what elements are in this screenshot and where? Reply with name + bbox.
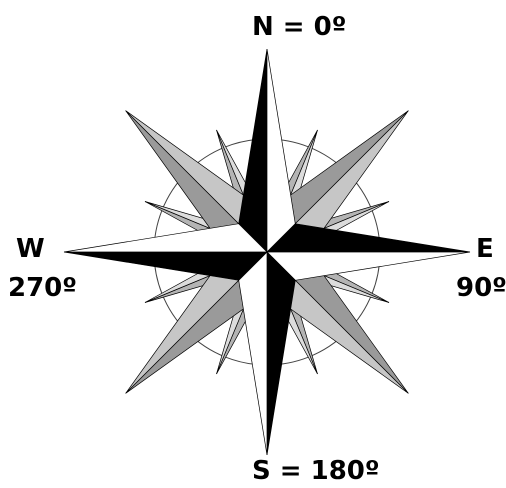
cardinal-points — [64, 49, 470, 455]
cardinal-point-half — [239, 252, 267, 455]
cardinal-point-half — [239, 49, 267, 252]
cardinal-point-half — [267, 252, 470, 280]
south-label: S = 180º — [252, 458, 380, 484]
cardinal-point-half — [267, 224, 470, 252]
cardinal-point-half — [267, 49, 295, 252]
cardinal-point-half — [64, 224, 267, 252]
cardinal-point-half — [267, 252, 295, 455]
east-degree-label: 90º — [456, 275, 506, 301]
west-degree-label: 270º — [8, 275, 77, 301]
west-label: W — [16, 236, 45, 262]
east-label: E — [476, 236, 494, 262]
cardinal-point-half — [64, 252, 267, 280]
north-label: N = 0º — [252, 14, 346, 40]
